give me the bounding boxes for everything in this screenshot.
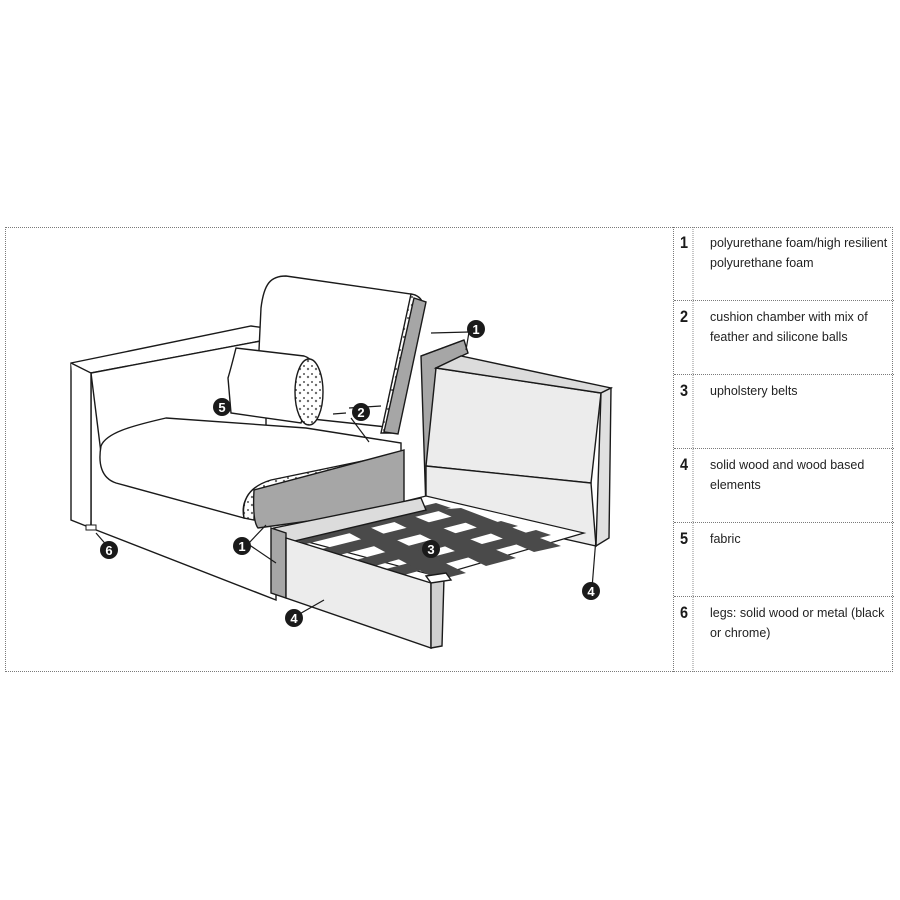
svg-text:5: 5 (218, 400, 225, 415)
legend-number: 6 (676, 597, 694, 672)
callout-4-right: 4 (582, 537, 600, 600)
callout-2: 2 (332, 403, 382, 443)
legend-table: 1 polyurethane foam/high resilient polyu… (673, 227, 894, 672)
leg (85, 524, 97, 531)
callout-badges: 1 1 2 3 4 (95, 320, 600, 627)
svg-text:1: 1 (238, 539, 245, 554)
legend-row: 3 upholstery belts (674, 375, 894, 449)
svg-text:4: 4 (290, 611, 298, 626)
svg-text:2: 2 (357, 405, 364, 420)
bolster-pillow (227, 347, 324, 426)
callout-3: 3 (422, 540, 440, 558)
legend-text: cushion chamber with mix of feather and … (710, 310, 868, 344)
sofa-construction-illustration: 1 1 2 3 4 (70, 275, 614, 649)
callout-1-bottom: 1 (233, 524, 277, 564)
legend-number: 5 (676, 523, 694, 596)
callout-4-left: 4 (285, 599, 325, 627)
wood-front-rail (270, 497, 453, 649)
legend-row: 1 polyurethane foam/high resilient polyu… (674, 227, 894, 301)
legend-text: solid wood and wood based elements (710, 458, 865, 492)
legend-text: upholstery belts (710, 384, 798, 398)
armrest (70, 325, 277, 602)
legend-text: legs: solid wood or metal (black or chro… (710, 606, 885, 640)
svg-text:3: 3 (427, 542, 434, 557)
legend-number: 1 (676, 227, 694, 300)
legend-number: 2 (676, 301, 694, 374)
wood-back-panel (425, 355, 614, 548)
svg-text:6: 6 (105, 543, 112, 558)
legend-number: 4 (676, 449, 694, 522)
svg-text:4: 4 (587, 584, 595, 599)
legend-row: 5 fabric (674, 523, 894, 597)
legend-text: polyurethane foam/high resilient polyure… (710, 236, 888, 270)
svg-text:1: 1 (472, 322, 479, 337)
callout-1-top: 1 (430, 320, 485, 351)
legend-row: 6 legs: solid wood or metal (black or ch… (674, 597, 894, 672)
callout-6: 6 (95, 532, 118, 559)
legend-row: 2 cushion chamber with mix of feather an… (674, 301, 894, 375)
legend-number: 3 (676, 375, 694, 448)
callout-5: 5 (213, 398, 231, 416)
legend-row: 4 solid wood and wood based elements (674, 449, 894, 523)
legend-text: fabric (710, 532, 741, 546)
diagram-frame: 1 1 2 3 4 (5, 227, 894, 672)
